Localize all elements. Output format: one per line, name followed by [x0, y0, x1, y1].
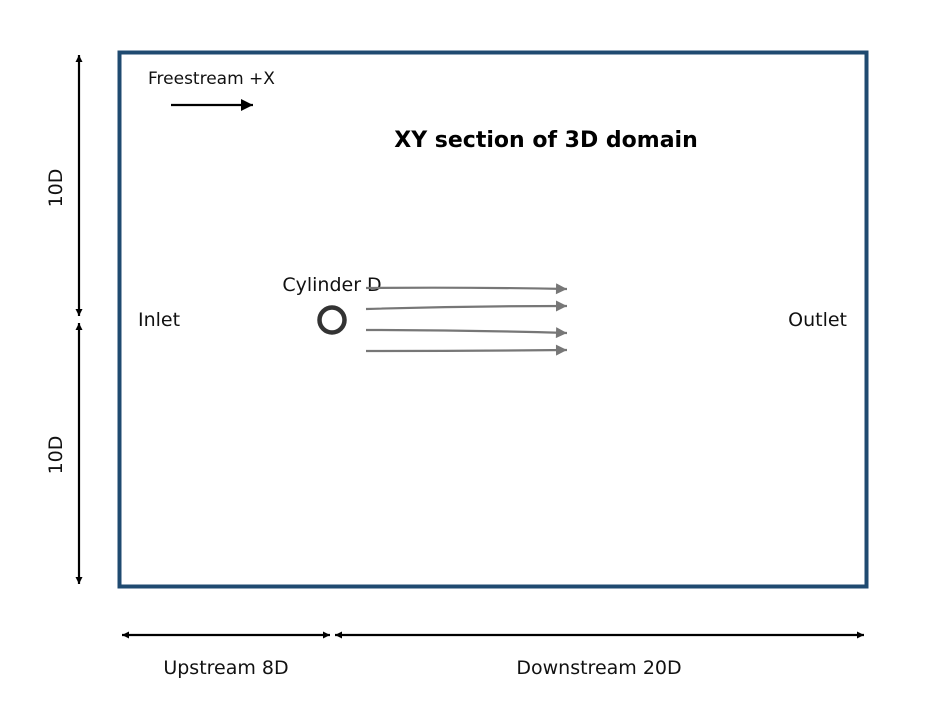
cylinder — [317, 305, 347, 335]
downstream-label: Downstream 20D — [516, 657, 681, 679]
domain-boundary — [117, 50, 869, 589]
outlet-label: Outlet — [788, 309, 847, 331]
wake-flow-arrows — [365, 283, 568, 356]
upstream-label: Upstream 8D — [163, 657, 288, 679]
flow-arrow — [365, 327, 568, 339]
flow-arrow — [365, 344, 568, 356]
flow-arrow — [365, 300, 568, 312]
inlet-label: Inlet — [138, 309, 180, 331]
upper-height-label: 10D — [45, 169, 67, 208]
cylinder-label: Cylinder D — [282, 274, 381, 296]
freestream-label: Freestream +X — [148, 69, 275, 89]
diagram-title: XY section of 3D domain — [394, 128, 698, 153]
lower-height-label: 10D — [45, 436, 67, 475]
flow-arrow — [365, 283, 568, 295]
